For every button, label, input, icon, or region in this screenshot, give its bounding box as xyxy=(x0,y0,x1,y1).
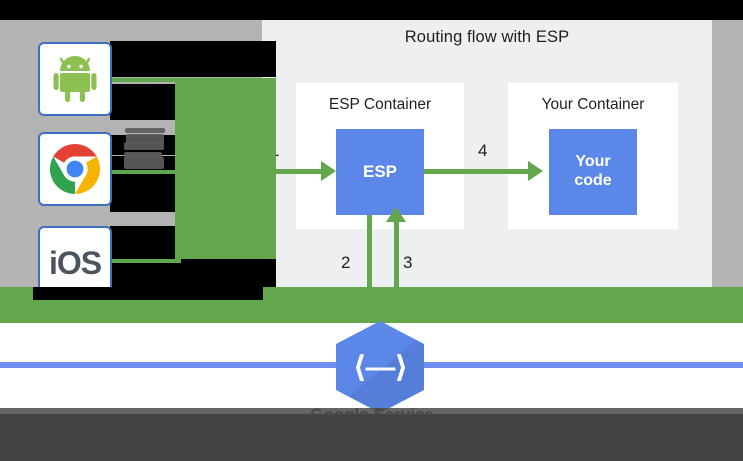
redaction-block xyxy=(110,41,276,77)
arrow-4-line xyxy=(424,169,530,174)
step-number-4: 4 xyxy=(478,141,488,160)
top-occlusion-band xyxy=(0,0,743,20)
redacted-text-smudge xyxy=(124,152,162,158)
redaction-block xyxy=(110,84,175,121)
arrow-4-head-icon xyxy=(528,161,543,181)
your-container-label: Your Container xyxy=(541,96,645,113)
code-brackets-icon: ⟨—⟩ xyxy=(352,350,408,384)
gray-gap xyxy=(110,212,175,226)
bottom-overlay-edge xyxy=(0,408,743,414)
redacted-text-smudge xyxy=(124,142,164,150)
right-gray-background xyxy=(712,20,743,288)
arrow-3-head-icon xyxy=(386,207,406,222)
redacted-text-smudge xyxy=(126,134,164,144)
android-robot-icon xyxy=(53,56,97,102)
redacted-text-smudge xyxy=(125,128,165,133)
google-service-hexagon[interactable]: ⟨—⟩ xyxy=(336,321,424,413)
step-number-3: 3 xyxy=(403,253,413,272)
redacted-text-smudge xyxy=(124,157,164,169)
panel-title: Routing flow with ESP xyxy=(404,28,570,46)
android-client-card[interactable] xyxy=(38,42,112,116)
esp-box[interactable]: ESP xyxy=(336,129,424,215)
android-connector-line xyxy=(111,78,181,82)
bottom-overlay-band xyxy=(0,414,743,461)
chrome-client-card[interactable] xyxy=(38,132,112,206)
hexagon-shadow xyxy=(336,321,424,413)
chrome-connector-line xyxy=(111,170,181,174)
ios-connector-line xyxy=(111,259,181,263)
esp-container-label: ESP Container xyxy=(328,96,432,113)
step-number-2: 2 xyxy=(341,253,351,272)
arrow-3-line xyxy=(394,222,399,328)
ios-text-icon: iOS xyxy=(48,244,102,281)
arrow-2-line xyxy=(367,215,372,328)
redaction-block xyxy=(33,287,263,300)
esp-box-label: ESP xyxy=(362,161,398,181)
hexagon-shape xyxy=(336,321,424,413)
chrome-browser-icon xyxy=(49,143,101,195)
arrow-1-line xyxy=(262,169,324,174)
arrow-1-head-icon xyxy=(321,161,336,181)
